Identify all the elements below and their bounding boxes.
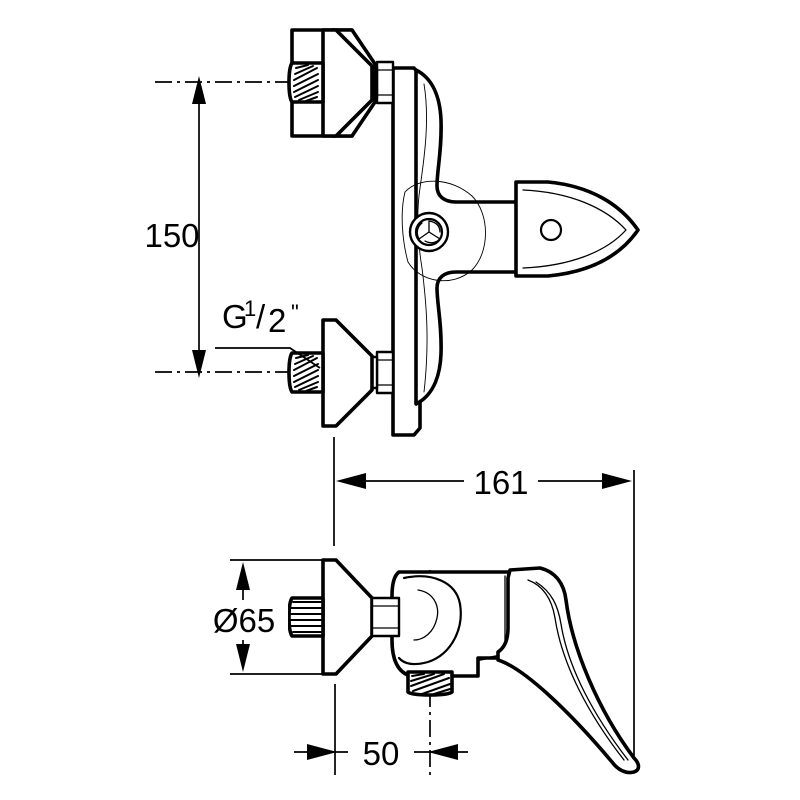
cap-spoke-3	[428, 231, 441, 240]
handle-side	[496, 566, 641, 775]
thread-callout-denominator: 2	[268, 302, 286, 339]
cap-spoke-2	[418, 231, 430, 240]
thread-nipple-side	[287, 596, 325, 638]
dim-d65-arrow-top	[236, 562, 250, 590]
thread-callout-suffix: "	[291, 300, 299, 325]
handle-front-inner-line	[522, 189, 627, 269]
dim-161-label: 161	[473, 464, 528, 501]
dim-50-arrow-right	[428, 744, 458, 760]
thread-callout: G 1 / 2 "	[215, 296, 321, 369]
body-back-plate-front	[391, 66, 422, 437]
body-cap-contour-front	[401, 180, 486, 282]
dimension-50: 50	[294, 684, 468, 775]
cartridge-cap-inner	[414, 217, 444, 247]
dim-50-arrow-left	[307, 744, 337, 760]
dimension-150: 150	[144, 76, 206, 378]
upper-thread-hatching	[293, 64, 319, 102]
dim-d65-arrow-bottom	[236, 644, 250, 672]
upper-inlet-nut	[375, 60, 395, 105]
cartridge-dome-inner-side	[413, 589, 439, 641]
dim-150-arrow-down	[192, 350, 206, 378]
handle-front	[514, 180, 640, 278]
dim-161-label-mask	[464, 462, 538, 500]
inlet-shank-side	[370, 596, 401, 638]
cartridge-dome-side	[397, 575, 462, 666]
dim-150-arrow-up	[192, 76, 206, 104]
front-view: 150 G 1 / 2 "	[144, 28, 640, 437]
dim-150-label: 150	[144, 217, 199, 254]
thread-callout-leader	[215, 347, 321, 369]
dim-d65-label: Ø65	[213, 602, 275, 639]
thread-callout-prefix: G	[222, 298, 248, 335]
thread-callout-separator: /	[256, 298, 266, 335]
lower-thread-hatching	[293, 354, 319, 392]
lower-inlet-nut	[375, 350, 395, 395]
handle-hole-front	[539, 218, 563, 242]
dim-161-arrow-left	[336, 473, 366, 489]
outlet-thread-hatching	[410, 673, 451, 695]
side-view: Ø65 50	[200, 558, 641, 780]
dim-161-arrow-right	[602, 473, 632, 489]
handle-base-step-side	[476, 654, 500, 674]
cap-spoke-webs	[416, 220, 441, 244]
thread-nipple-side-hatching	[289, 601, 323, 633]
body-outline-side	[390, 570, 514, 678]
lower-escutcheon-body	[321, 318, 374, 428]
thread-callout-numerator: 1	[244, 296, 256, 321]
handle-side-highlight-2	[535, 581, 629, 761]
escutcheon-side	[321, 558, 374, 676]
handle-side-highlight-1	[527, 579, 625, 761]
dim-50-label-mask	[350, 733, 412, 771]
dim-d65-label-mask	[200, 600, 288, 640]
dimension-d65: Ø65	[200, 559, 330, 675]
dimension-161: 161	[333, 437, 635, 762]
upper-escutcheon-body	[321, 28, 374, 138]
dim-50-label: 50	[363, 735, 400, 772]
